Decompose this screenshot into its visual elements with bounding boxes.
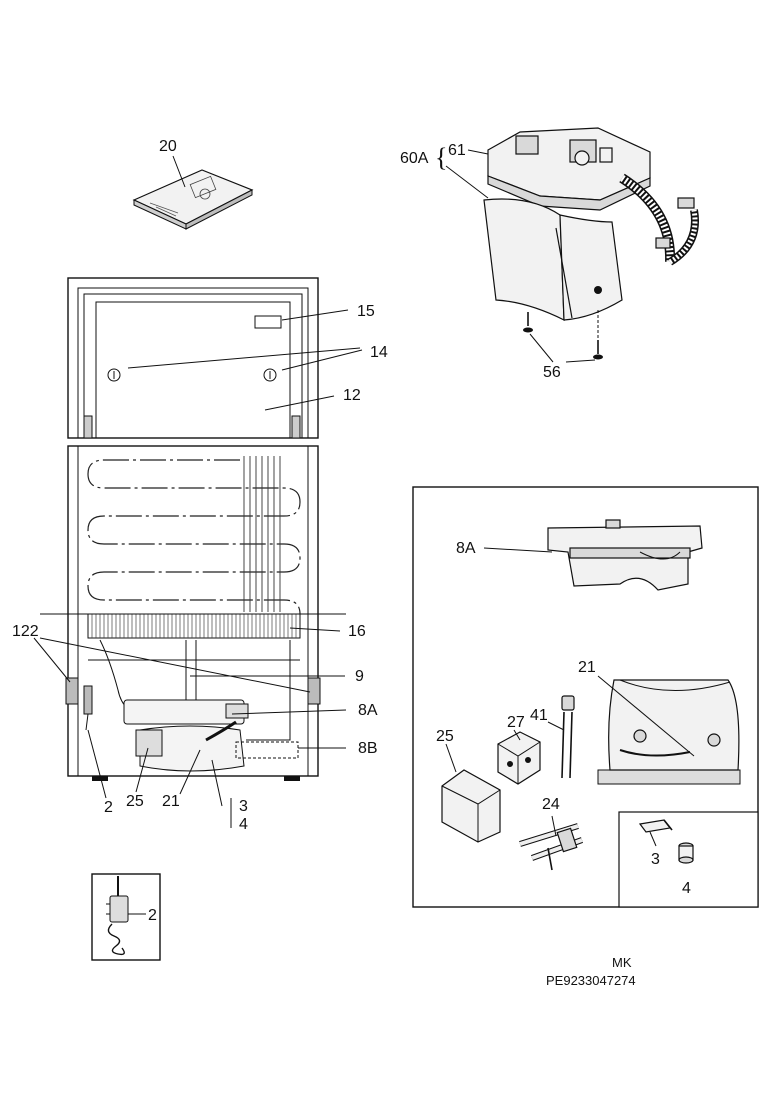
thermostat-housing-icon <box>483 127 699 321</box>
wire-label: 24 <box>542 796 560 813</box>
lamp-cover-label: 15 <box>357 303 375 320</box>
thermostat-label: 2 <box>104 799 113 816</box>
relay-icon <box>497 731 541 785</box>
compressor-inset-label: 21 <box>578 659 596 676</box>
capacitor-icon <box>561 695 575 779</box>
door-icon <box>67 277 319 439</box>
grommet-label: 4 <box>239 816 248 833</box>
thermostat-sensor-icon <box>106 876 129 956</box>
relay-label: 27 <box>507 714 525 731</box>
manual-booklet-icon <box>132 169 254 230</box>
clip-icon <box>638 819 673 833</box>
footer-code: MK <box>612 955 632 970</box>
screw-icon <box>523 312 603 360</box>
condenser-label: 16 <box>348 623 366 640</box>
cabinet-icon <box>40 445 346 781</box>
start-cover-inset-label: 25 <box>436 728 454 745</box>
grommet-inset-label: 4 <box>682 880 691 897</box>
relay-box-icon <box>547 519 703 591</box>
tube-label: 9 <box>355 668 364 685</box>
footer-reference: PE9233047274 <box>546 973 636 988</box>
screws-label: 56 <box>543 364 561 381</box>
capacitor-label: 41 <box>530 707 548 724</box>
door-liner-label: 12 <box>343 387 361 404</box>
assembly-brace: { <box>435 143 447 172</box>
relay-box-inset-label: 8A <box>456 540 476 557</box>
start-cover-label: 25 <box>126 793 144 810</box>
compressor-label: 21 <box>162 793 180 810</box>
assembly-label: 60A <box>400 150 429 167</box>
clip-inset-label: 3 <box>651 851 660 868</box>
thermostat-housing-label: 61 <box>448 142 466 159</box>
pin-label: 14 <box>370 344 388 361</box>
start-cover-icon <box>441 769 501 843</box>
thermostat-detail-label: 2 <box>148 907 157 924</box>
relay-box-label: 8A <box>358 702 378 719</box>
clip-label: 3 <box>239 798 248 815</box>
wire-harness-icon <box>519 823 584 871</box>
compressor-icon <box>597 679 741 785</box>
bracket-label: 122 <box>12 623 39 640</box>
relay-box-b-label: 8B <box>358 740 378 757</box>
grommet-icon <box>678 842 694 864</box>
manual-label: 20 <box>159 138 177 155</box>
